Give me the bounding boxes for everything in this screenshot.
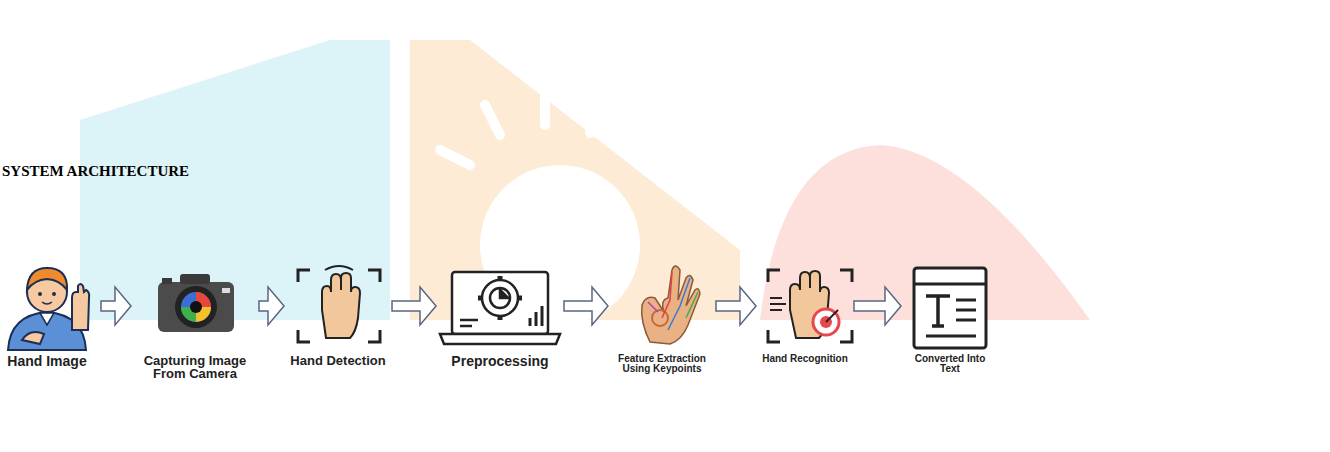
flow-arrow [854, 287, 901, 325]
process-step: Converted Into Text [905, 266, 995, 374]
hand-recognition-icon [768, 270, 852, 342]
flow-arrow [716, 287, 756, 325]
flow-arrow [259, 287, 284, 325]
process-step: Hand Detection [288, 266, 388, 367]
process-step: Feature Extraction Using Keypoints [612, 266, 712, 374]
step-label: Hand Recognition [762, 346, 848, 364]
watermark-rays [440, 92, 605, 165]
step-label: Converted Into Text [905, 346, 995, 374]
step-label: Preprocessing [451, 346, 548, 368]
watermark-sun [480, 165, 640, 325]
text-document-icon [914, 268, 986, 348]
step-label: Feature Extraction Using Keypoints [612, 346, 712, 374]
hand-detection-icon [298, 266, 380, 342]
step-label: Hand Detection [290, 346, 385, 367]
flow-arrow [392, 287, 436, 325]
flow-arrow [564, 287, 608, 325]
flow-arrow [101, 287, 131, 325]
camera-icon [158, 274, 234, 332]
process-step: Preprocessing [440, 266, 560, 368]
process-step: Capturing Image From Camera [135, 266, 255, 380]
process-step: Hand Image [0, 266, 97, 368]
keypoint-hand-icon [642, 266, 700, 344]
person-icon [8, 268, 89, 350]
diagram-title: SYSTEM ARCHITECTURE [2, 163, 189, 180]
process-step: Hand Recognition [760, 266, 850, 364]
step-label: Capturing Image From Camera [135, 346, 255, 380]
laptop-icon [440, 272, 560, 344]
step-label: Hand Image [7, 346, 86, 368]
